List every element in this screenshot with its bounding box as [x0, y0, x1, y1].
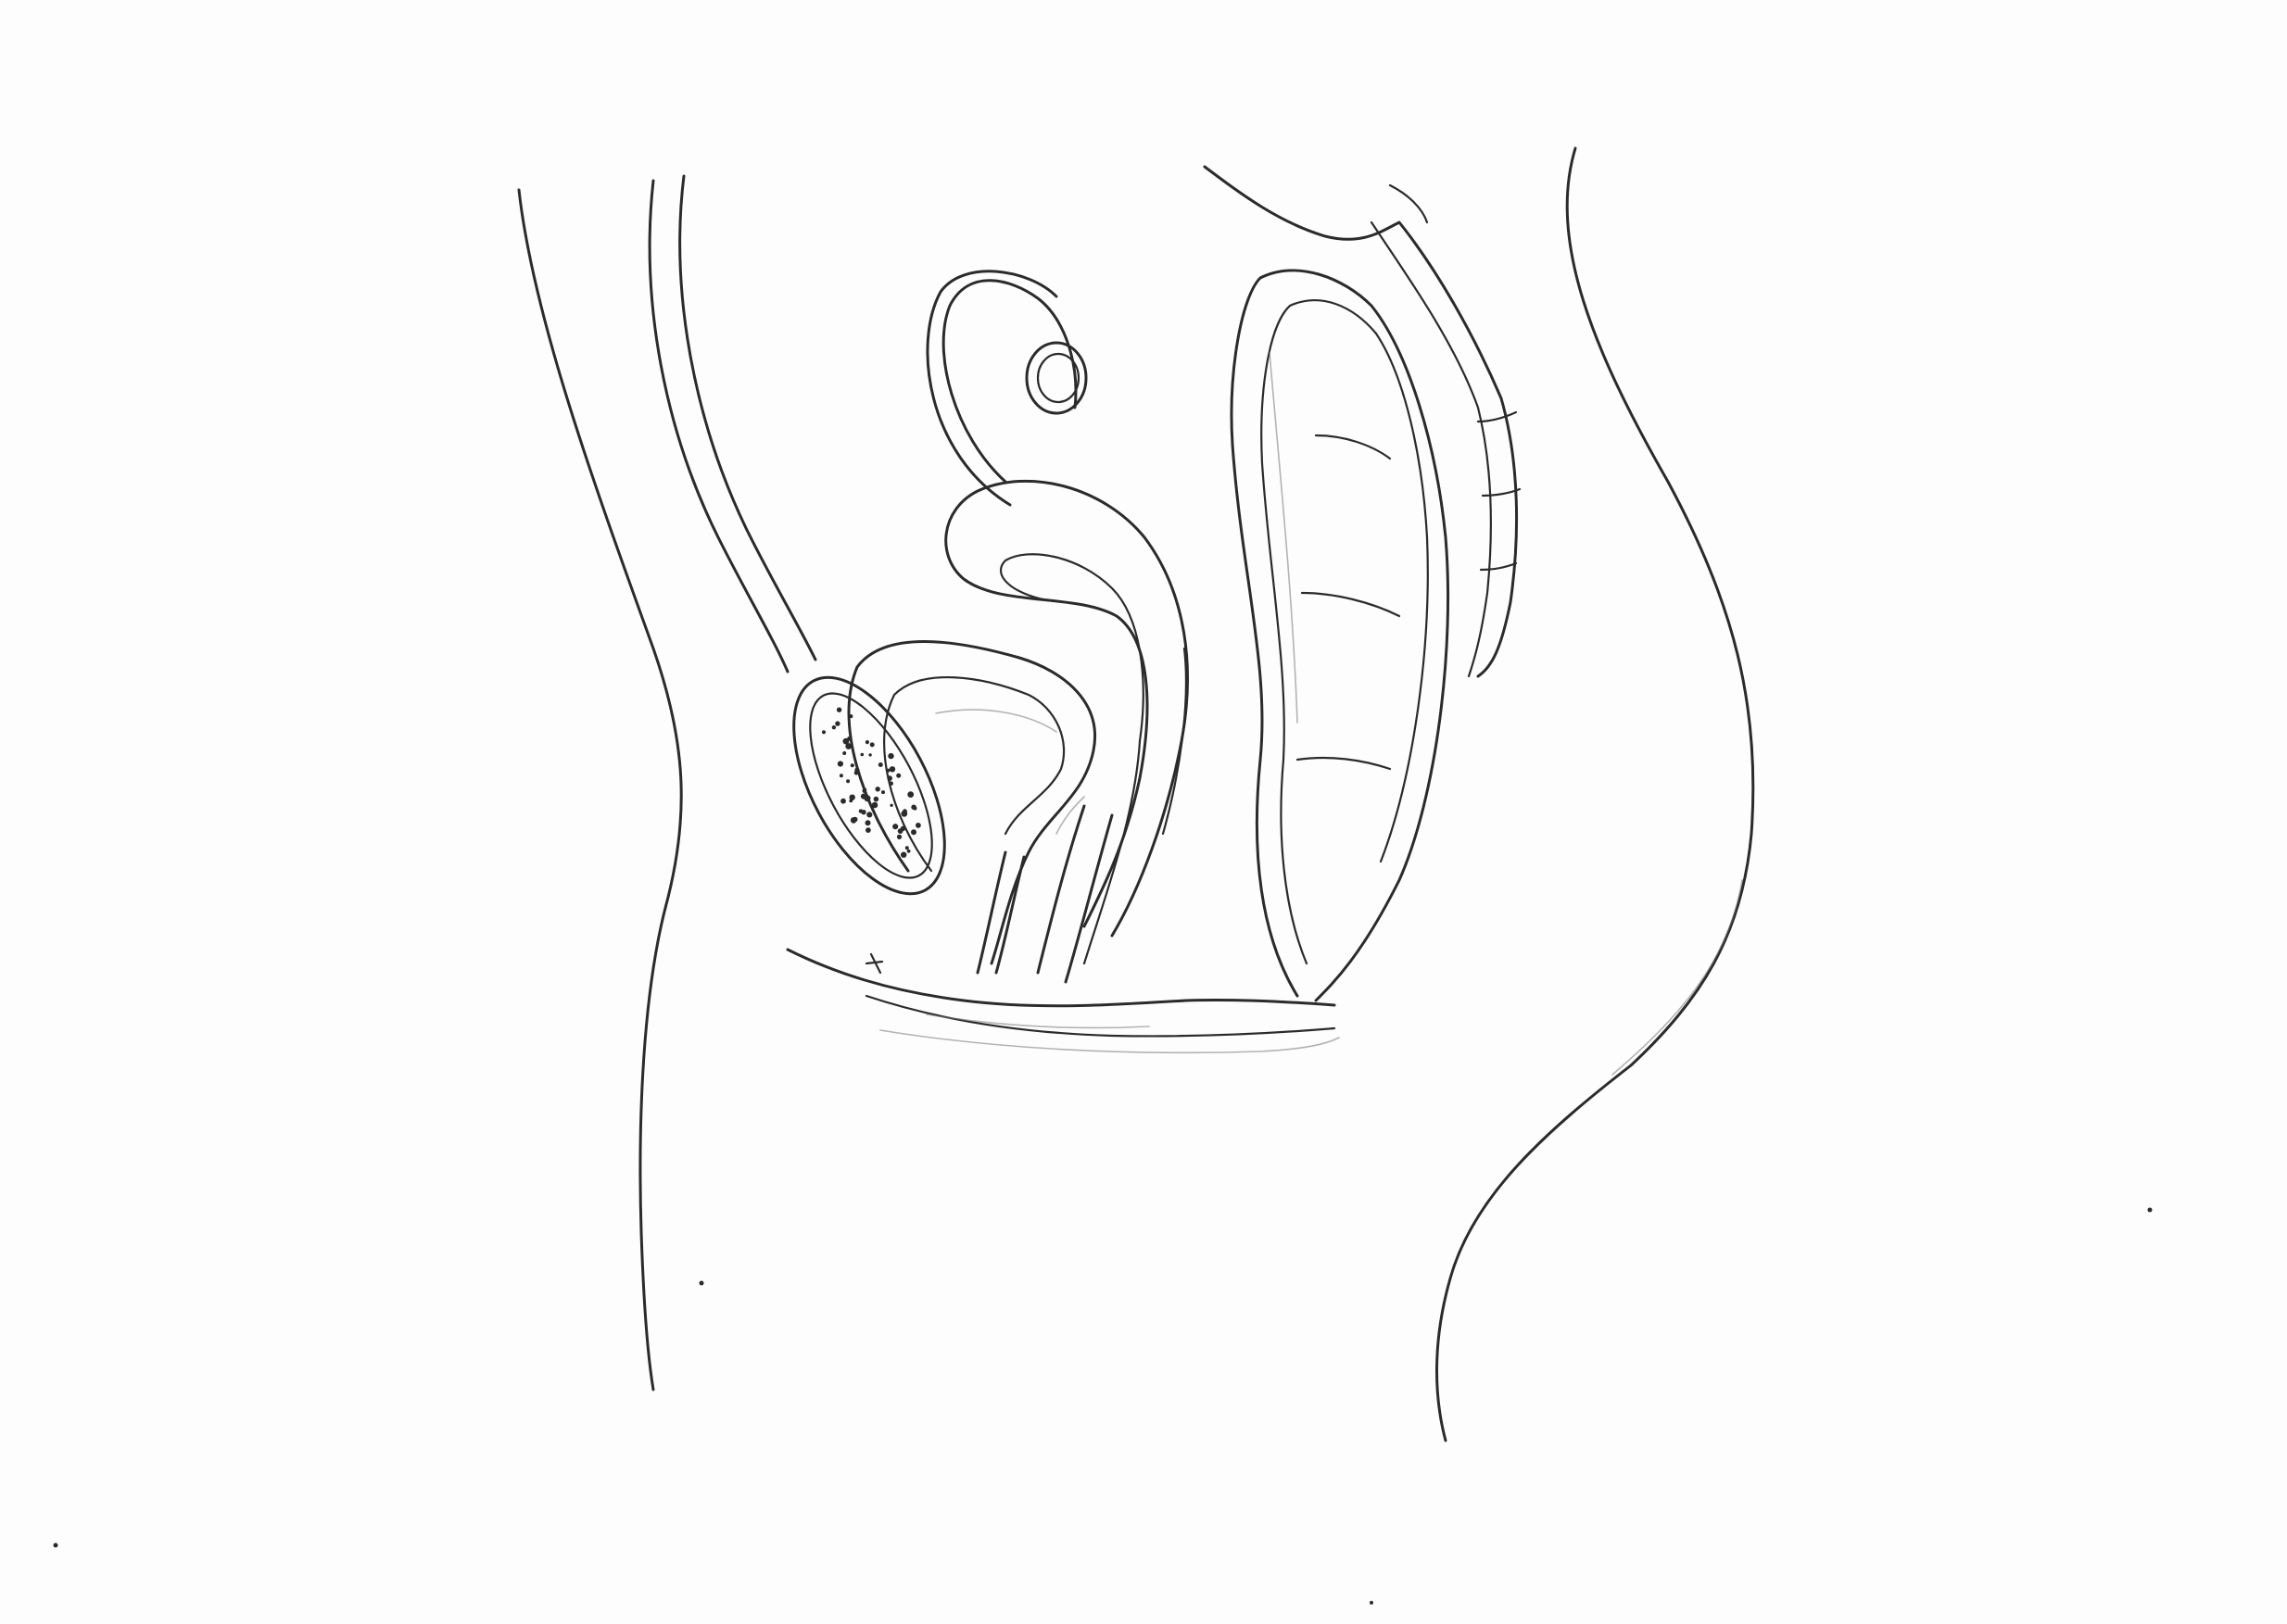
perineal-mark: [865, 952, 884, 975]
stipple-dot: [888, 752, 894, 760]
intestine-segment-3: [1479, 561, 1518, 572]
stipple-dot: [861, 810, 866, 815]
stipple-dot: [850, 763, 854, 768]
stipple-dot: [835, 721, 840, 726]
uterus-cavity: [999, 553, 1144, 965]
stipple-dot: [890, 803, 893, 807]
stipple-dot: [840, 798, 846, 804]
fallopian-tube: [941, 279, 1078, 484]
fallopian-tube-inner: [926, 270, 1058, 507]
intestine-inner: [1370, 220, 1492, 678]
stipple-dot: [869, 742, 875, 748]
stipple-dot: [903, 809, 907, 814]
rectum-haustra-1: [1314, 434, 1392, 460]
stipple-dot: [892, 824, 899, 830]
perineum-faint-2: [926, 1013, 1150, 1029]
rectum-inner: [1260, 299, 1429, 965]
stipple-dot: [907, 791, 915, 798]
paper-speck: [699, 1280, 704, 1286]
stipple-dot: [878, 762, 883, 767]
stipple-dot: [839, 774, 843, 778]
stipple-dot: [897, 828, 903, 834]
bladder-outer: [847, 640, 1096, 965]
intestine-segment-2: [1481, 487, 1522, 497]
sacrum-curve-outer: [648, 179, 790, 674]
stipple-dot: [866, 827, 871, 833]
paper-speck: [53, 1542, 58, 1548]
ovary: [1025, 341, 1088, 415]
stipple-dot: [846, 779, 851, 784]
stipple-dot: [875, 787, 880, 792]
intestine-cap: [1388, 183, 1429, 224]
pubic-bone: [792, 675, 946, 896]
rectum-haustra-2: [1300, 591, 1401, 618]
bladder-wall-faint: [935, 709, 1057, 733]
stipple-dot: [842, 737, 850, 745]
stipple-dot: [849, 794, 855, 800]
stipple-dot: [865, 820, 871, 826]
belly-outline: [1435, 146, 1755, 1442]
pubic-bone-stipple: [821, 707, 921, 858]
stipple-dot: [913, 806, 917, 811]
paper-speck: [1370, 1601, 1373, 1605]
stipple-dot: [831, 725, 837, 730]
stipple-dot: [906, 849, 911, 853]
sacrum-curve-inner: [678, 174, 817, 661]
urethra-back: [994, 855, 1026, 975]
perineum-faint: [879, 1029, 1340, 1054]
stipple-dot: [866, 812, 873, 818]
stipple-dot: [836, 707, 842, 712]
stipple-dot: [911, 829, 916, 836]
ovary-inner: [1036, 352, 1080, 404]
stipple-dot: [842, 751, 847, 755]
stipple-dot: [837, 761, 844, 767]
urethra-front: [976, 850, 1007, 975]
vagina-back: [1064, 813, 1114, 984]
rectum-haustra-3: [1295, 756, 1392, 771]
stipple-dot: [850, 817, 857, 824]
bladder-inner: [883, 675, 1066, 873]
uterus-wall: [1161, 647, 1188, 836]
stipple-dot: [821, 730, 827, 735]
belly-outline-double: [1611, 879, 1743, 1076]
stipple-dot: [871, 801, 878, 809]
vagina-front: [1036, 804, 1086, 975]
stipple-dot: [865, 740, 870, 745]
pelvic-floor-lower: [865, 994, 1336, 1038]
rectum-fold-faint: [1269, 351, 1298, 724]
stipple-dot: [916, 823, 921, 828]
paper-speck: [2147, 1207, 2153, 1213]
intestine-segment-1: [1476, 410, 1518, 423]
pelvic-floor-upper: [786, 948, 1336, 1008]
back-outline: [517, 188, 683, 1391]
stipple-dot: [901, 851, 907, 858]
stipple-dot: [881, 790, 885, 795]
pubic-bone-inner: [809, 692, 933, 879]
stipple-dot: [896, 773, 902, 778]
stipple-dot: [889, 766, 896, 773]
stipple-dot: [860, 752, 865, 757]
stipple-dot: [896, 834, 903, 840]
intestine-outer: [1203, 165, 1519, 678]
stipple-dot: [868, 753, 872, 757]
rectum-outer: [1230, 269, 1450, 1002]
stipple-dot: [873, 796, 879, 802]
vaginal-line-faint: [1055, 796, 1085, 835]
stipple-dot: [904, 846, 909, 850]
